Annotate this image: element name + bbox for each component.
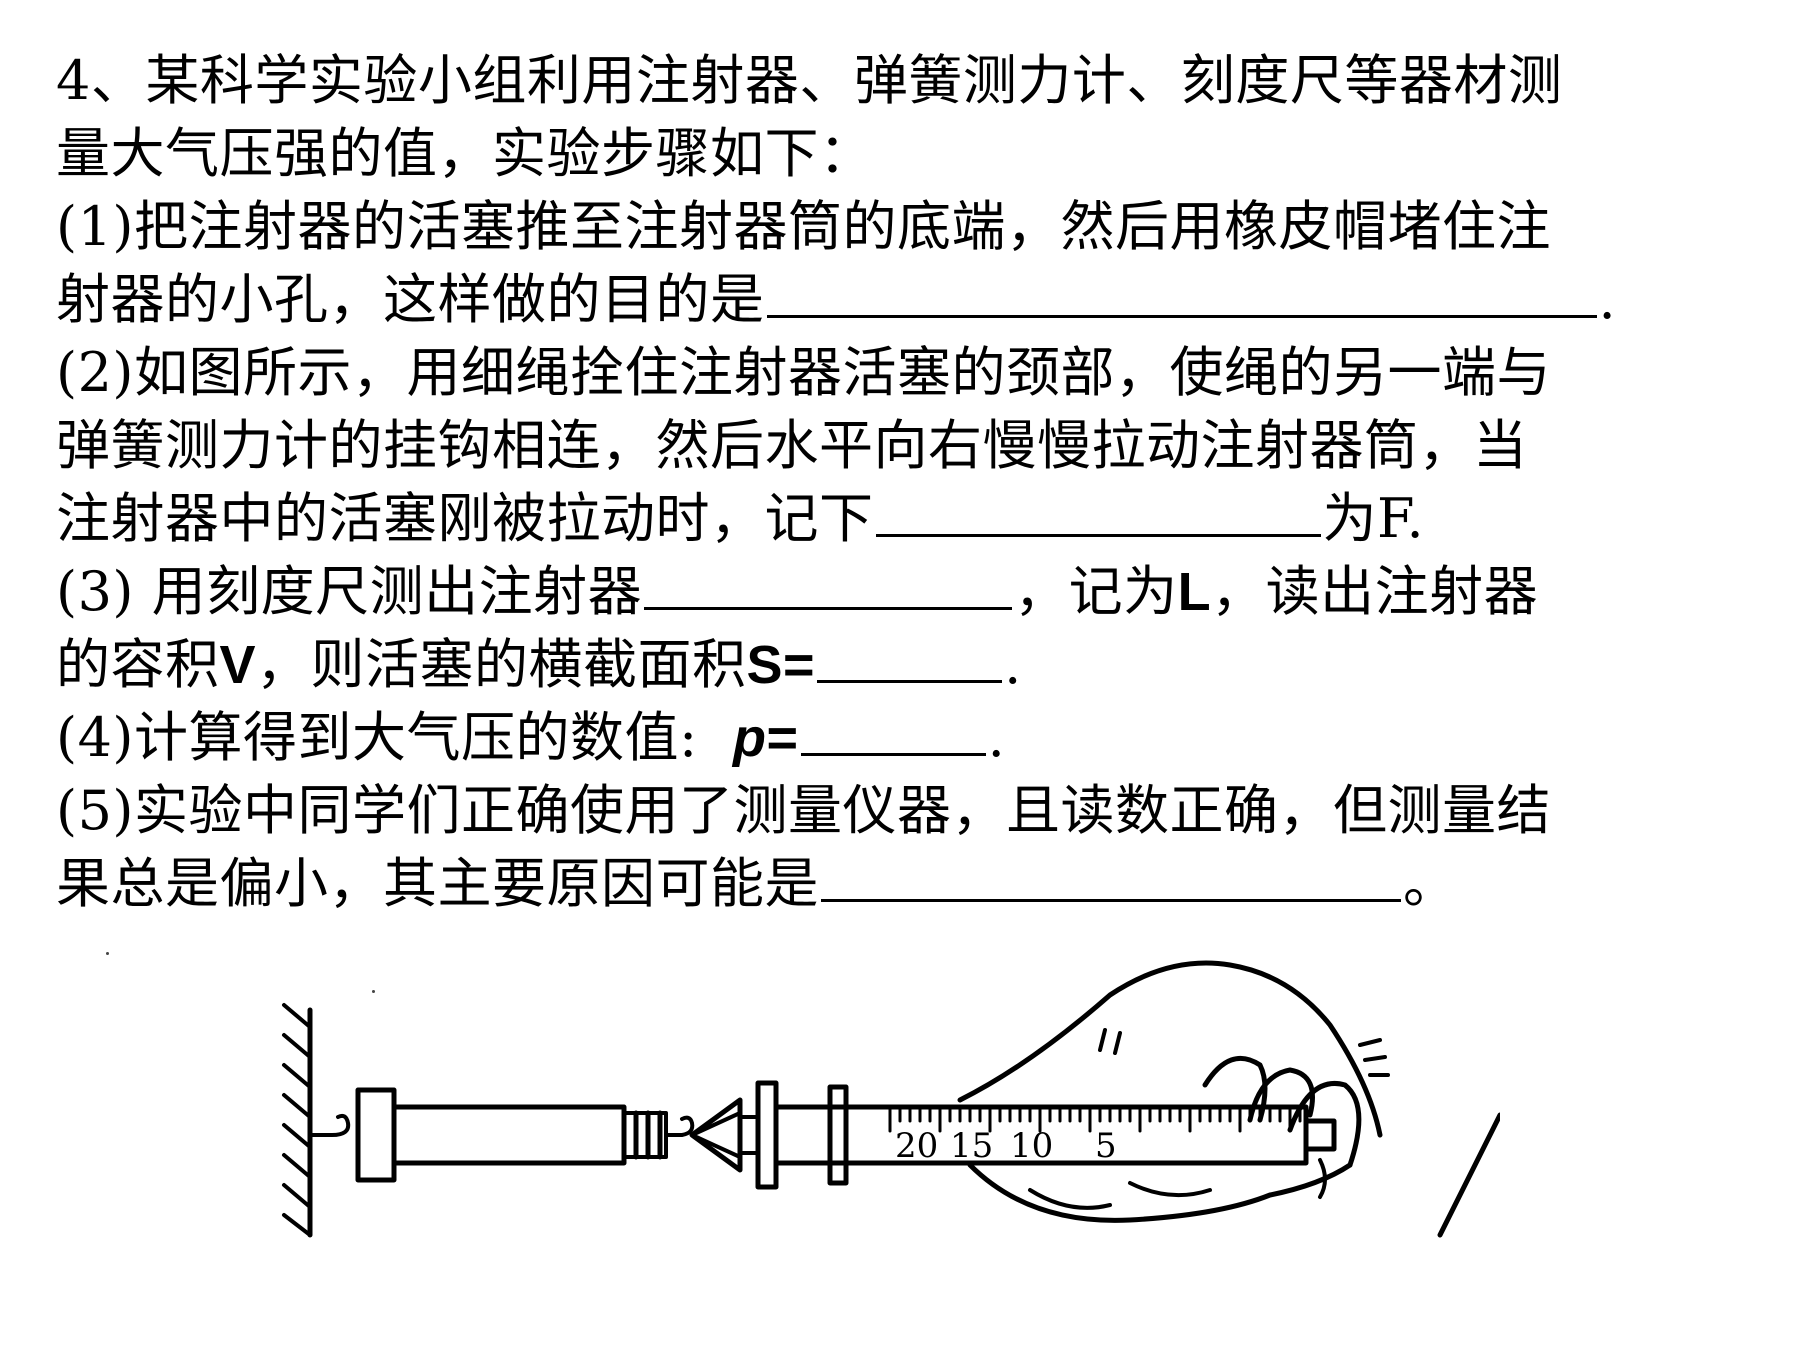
wall-hook [308, 1113, 351, 1137]
step3-text-b: ，记为 [1014, 560, 1178, 623]
answer-blank-6[interactable] [821, 847, 1401, 902]
step2-text: 注射器中的活塞刚被拉动时，记下 [56, 487, 874, 550]
scale-neck-bands [633, 1110, 663, 1160]
question-text: 4、某科学实验小组利用注射器、弹簧测力计、刻度尺等器材测 量大气压强的值，实验步… [56, 44, 1756, 920]
symbol-eq: = [766, 708, 799, 768]
answer-blank-3[interactable] [644, 555, 1013, 610]
step4-text: (4)计算得到大气压的数值: [56, 706, 698, 769]
step2-line-2: 弹簧测力计的挂钩相连，然后水平向右慢慢拉动注射器筒，当 [56, 414, 1528, 477]
step3-text-d: 的容积 [56, 633, 220, 696]
answer-blank-1[interactable] [766, 263, 1597, 318]
symbol-p: p [733, 708, 767, 768]
speck [106, 952, 109, 955]
apparatus-drawing: 20 15 10 5 [282, 960, 1500, 1238]
knuckle-1 [1028, 1188, 1112, 1210]
step5-end: 。 [1403, 852, 1458, 915]
step5-text: 果总是偏小，其主要原因可能是 [56, 852, 819, 915]
speck [372, 990, 375, 993]
step3-line-1: (3) 用刻度尺测出注射器 ，记为L，读出注射器 [56, 555, 1756, 628]
step1-line-2: 射器的小孔，这样做的目的是. [56, 263, 1756, 336]
step2-end: 为F. [1322, 487, 1425, 550]
answer-blank-5[interactable] [800, 701, 986, 756]
step2-line-3: 注射器中的活塞刚被拉动时，记下 为F. [56, 482, 1756, 555]
apparatus-figure: 20 15 10 5 [270, 935, 1500, 1265]
answer-blank-2[interactable] [875, 482, 1321, 537]
motion-marks [1098, 1028, 1390, 1077]
intro-line-2: 量大气压强的值，实验步骤如下： [56, 122, 874, 185]
scale-hook [664, 1115, 695, 1137]
knuckle-2 [1128, 1181, 1212, 1198]
scale-label-5: 5 [1095, 1126, 1117, 1166]
step1-end: . [1598, 268, 1617, 331]
intro-line-1: 4、某科学实验小组利用注射器、弹簧测力计、刻度尺等器材测 [56, 49, 1563, 112]
scale-end-cap [355, 1087, 397, 1183]
thumb [1202, 1055, 1268, 1123]
step1-text: 射器的小孔，这样做的目的是 [56, 268, 765, 331]
step3-end: . [1004, 633, 1022, 696]
step1-line-1: (1)把注射器的活塞推至注射器筒的底端，然后用橡皮帽堵住注 [56, 195, 1551, 258]
step3-line-2: 的容积V，则活塞的横截面积S=. [56, 628, 1756, 701]
hand-top [957, 960, 1383, 1138]
plunger-tip [689, 1097, 743, 1173]
scale-label-10: 10 [1010, 1126, 1053, 1166]
step2-line-1: (2)如图所示，用细绳拴住注射器活塞的颈部，使绳的另一端与 [56, 341, 1551, 404]
step4-end: . [987, 706, 1006, 769]
plunger-rod [738, 1115, 760, 1155]
plunger-flange [755, 1080, 779, 1190]
step4-line: (4)计算得到大气压的数值: p=. [56, 701, 1756, 774]
scale-labels: 20 15 10 5 [895, 1126, 1117, 1166]
hand-bottom [967, 1162, 1353, 1223]
scale-label-20: 20 [895, 1126, 938, 1166]
syringe-nozzle [1303, 1118, 1337, 1152]
step5-line-1: (5)实验中同学们正确使用了测量仪器，且读数正确，但测量结 [56, 779, 1551, 842]
answer-blank-4[interactable] [817, 628, 1003, 683]
wrist-line [1437, 1112, 1500, 1238]
symbol-S: S= [746, 635, 816, 695]
step5-line-2: 果总是偏小，其主要原因可能是 。 [56, 847, 1756, 920]
spring-scale-body [391, 1104, 627, 1166]
wall-hatching [282, 1003, 312, 1237]
step3-text-e: ，则活塞的横截面积 [256, 633, 747, 696]
nail [1318, 1158, 1327, 1199]
step3-text-c: ，读出注射器 [1211, 560, 1539, 623]
barrel-flange [827, 1084, 849, 1186]
step3-text-a: (3) 用刻度尺测出注射器 [56, 560, 643, 623]
symbol-V: V [219, 635, 257, 695]
finger-2 [1287, 1081, 1362, 1168]
symbol-L: L [1177, 562, 1212, 622]
scale-label-15: 15 [950, 1126, 993, 1166]
